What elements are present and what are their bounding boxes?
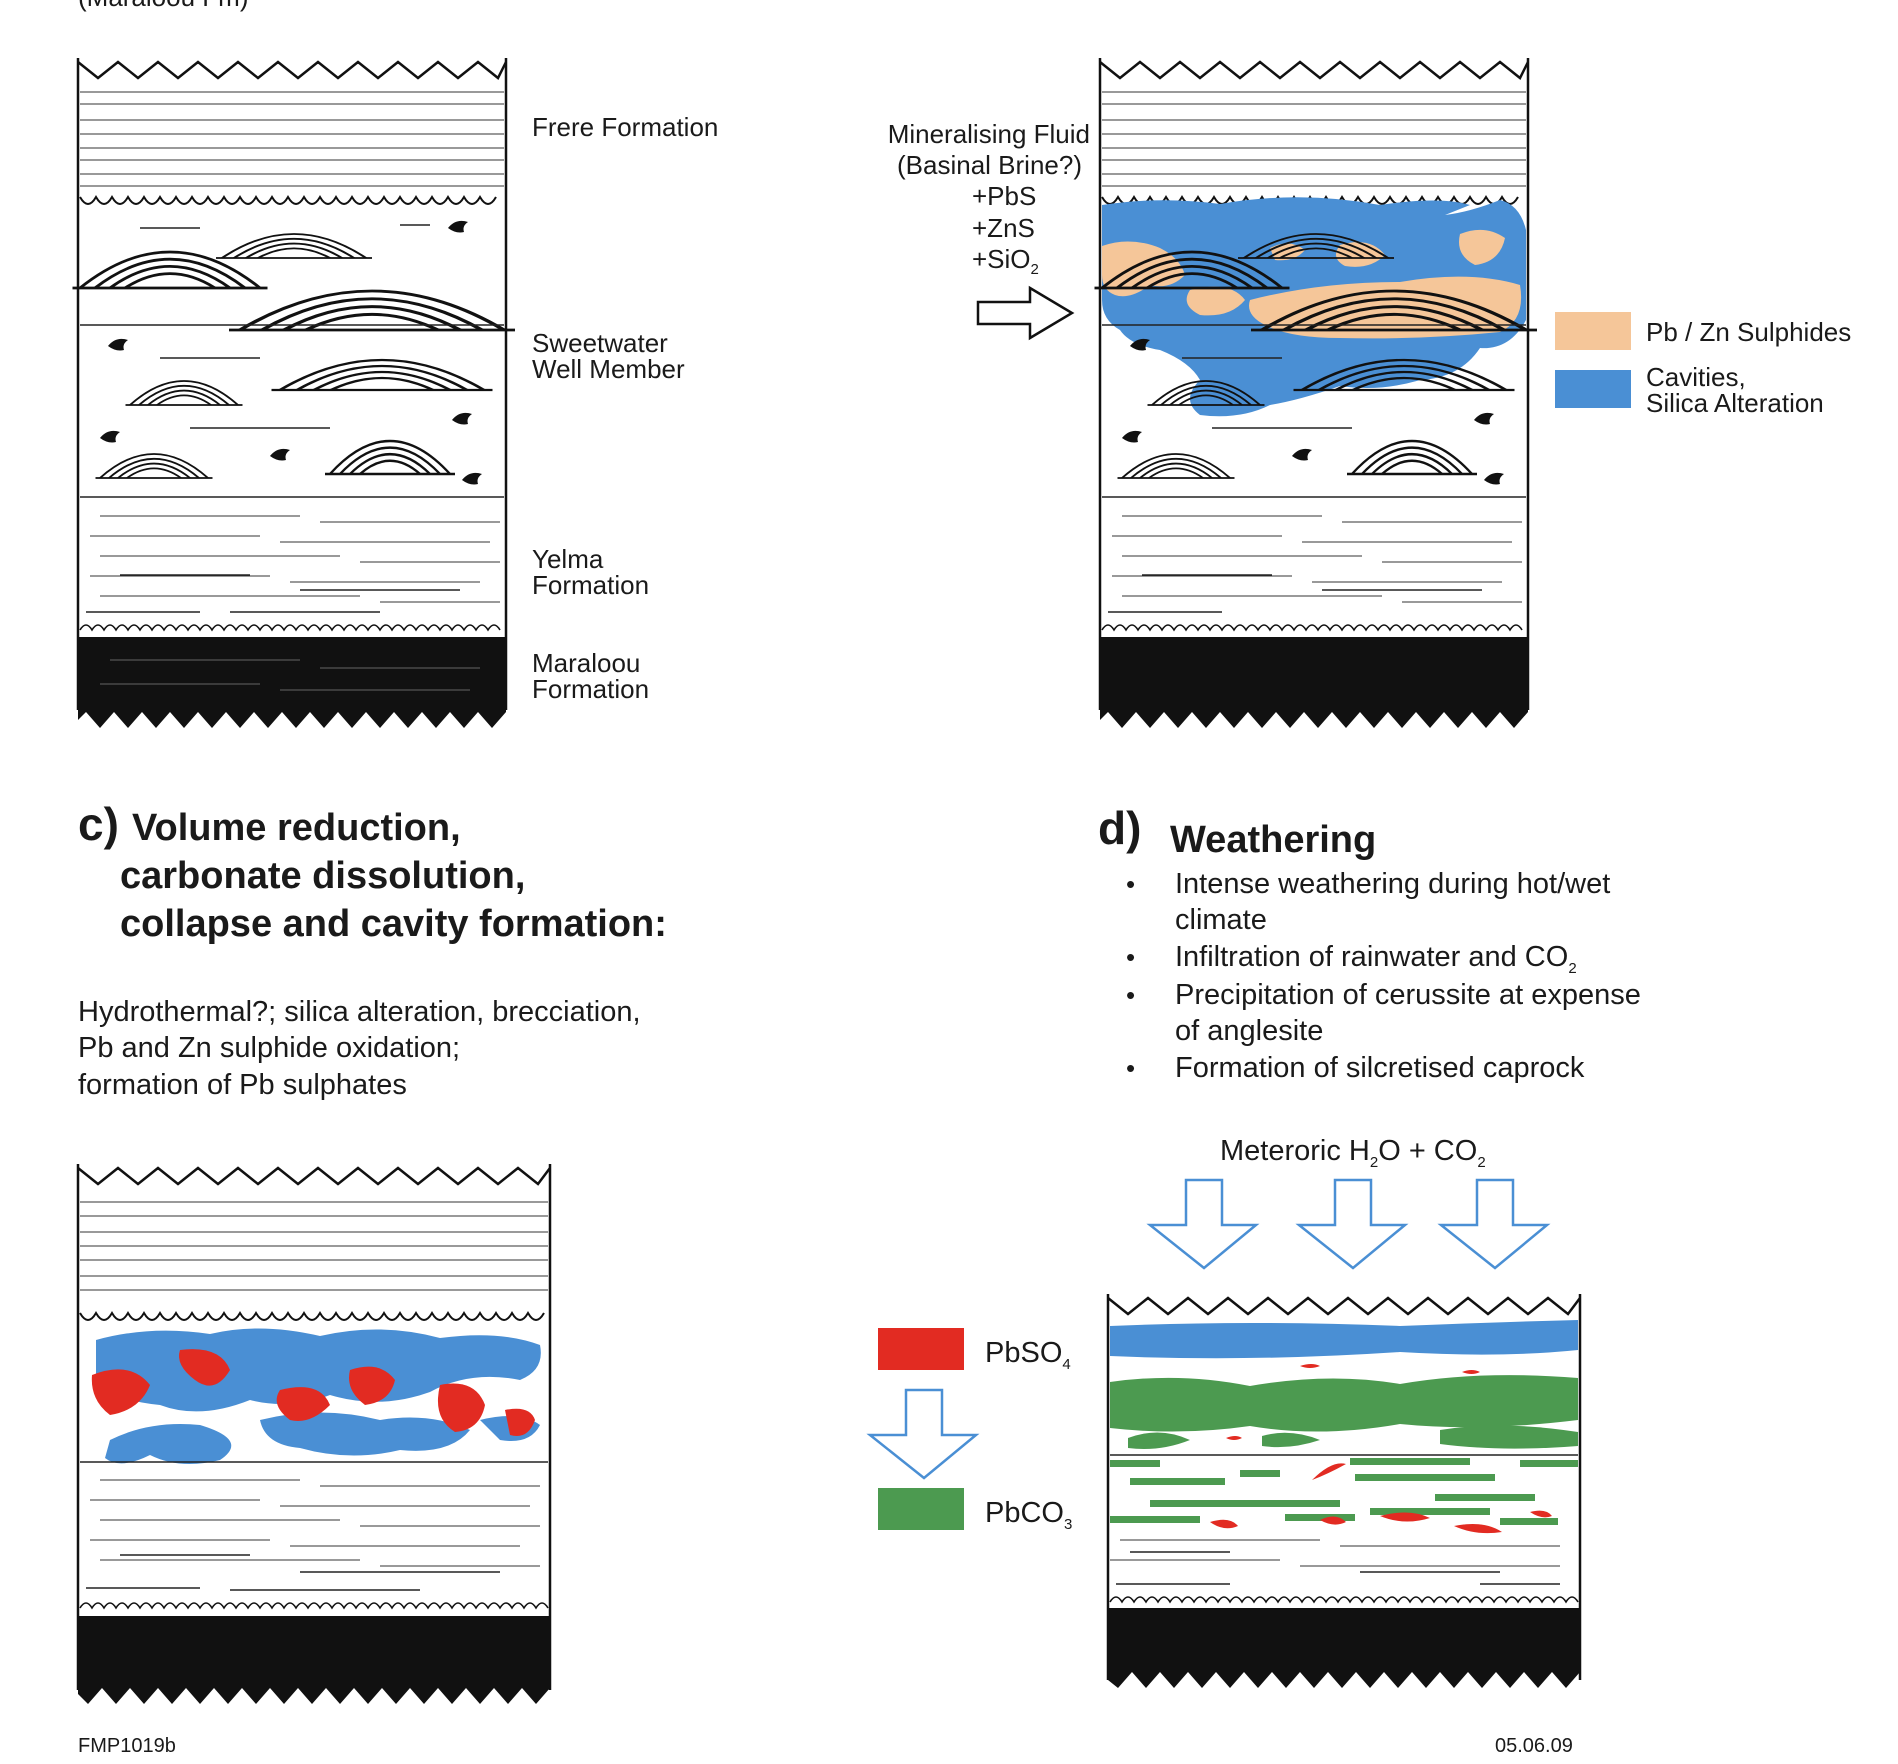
label-yelma-2: Formation bbox=[532, 570, 649, 600]
top-caption: (Maraloou Fm) bbox=[78, 0, 248, 12]
legend-swatch-pbco3 bbox=[878, 1488, 964, 1530]
sulphate-blob-c1 bbox=[91, 1369, 150, 1415]
panel-d-bullet-3b: of anglesite bbox=[1175, 1015, 1323, 1047]
panel-a-column bbox=[70, 58, 516, 728]
cerussite-band bbox=[1110, 1375, 1578, 1432]
sulphate-blob-c4 bbox=[349, 1366, 395, 1405]
sulphate-blob-c6 bbox=[505, 1408, 535, 1436]
panel-d-column bbox=[1106, 1294, 1582, 1688]
legend-label-pbso4: PbSO4 bbox=[985, 1337, 1071, 1373]
sulphide-zone-2 bbox=[1186, 286, 1245, 316]
fluid-line-1: Mineralising Fluid bbox=[888, 119, 1090, 149]
panel-c-body-3: formation of Pb sulphates bbox=[78, 1069, 407, 1101]
silica-blob-c3 bbox=[260, 1412, 470, 1456]
legend-label-silica-2: Silica Alteration bbox=[1646, 388, 1824, 418]
cerussite-stringers bbox=[1110, 1458, 1578, 1525]
panel-c-letter: c) bbox=[78, 798, 119, 850]
sulphide-zone-5 bbox=[1459, 229, 1505, 265]
panel-d-bullet-3a: Precipitation of cerussite at expense bbox=[1175, 979, 1641, 1011]
sulphide-zone-6 bbox=[1270, 243, 1305, 261]
label-frere-formation: Frere Formation bbox=[532, 112, 718, 142]
down-arrow-icon-1 bbox=[1146, 1178, 1260, 1270]
down-arrow-icon-3 bbox=[1437, 1178, 1551, 1270]
footer-date: 05.06.09 bbox=[1495, 1735, 1573, 1757]
bullet-dot-3: • bbox=[1126, 980, 1135, 1010]
fluid-line-3: +PbS bbox=[972, 181, 1036, 211]
label-maraloou-1: Maraloou bbox=[532, 648, 640, 678]
label-sweetwater-2: Well Member bbox=[532, 354, 685, 384]
panel-d-bullet-1a: Intense weathering during hot/wet bbox=[1175, 868, 1610, 900]
label-sweetwater-1: Sweetwater bbox=[532, 328, 668, 358]
cerussite-lens-3 bbox=[1440, 1425, 1578, 1449]
meteoric-label: Meteroric H2O + CO2 bbox=[1220, 1135, 1486, 1171]
fluid-line-4: +ZnS bbox=[972, 213, 1035, 243]
panel-b-column bbox=[1092, 58, 1538, 728]
panel-c-column bbox=[76, 1164, 552, 1704]
bullet-dot-4: • bbox=[1126, 1053, 1135, 1083]
label-yelma-1: Yelma bbox=[532, 544, 604, 574]
panel-c-heading-2: carbonate dissolution, bbox=[120, 855, 525, 897]
legend-swatch-pbso4 bbox=[878, 1328, 964, 1370]
footer-code: FMP1019b bbox=[78, 1735, 176, 1757]
fluid-line-5: +SiO2 bbox=[972, 244, 1039, 278]
bullet-dot-2: • bbox=[1126, 942, 1135, 972]
cerussite-lens-2 bbox=[1262, 1432, 1320, 1448]
silcrete-caprock bbox=[1110, 1320, 1578, 1359]
fluid-line-2: (Basinal Brine?) bbox=[897, 150, 1082, 180]
frere-strata bbox=[80, 91, 504, 187]
maraloou-black-unit bbox=[78, 637, 506, 728]
bullet-dot-1: • bbox=[1126, 869, 1135, 899]
panel-c-body-2: Pb and Zn sulphide oxidation; bbox=[78, 1032, 460, 1064]
panel-d-bullet-1b: climate bbox=[1175, 904, 1267, 936]
panel-d-bullet-4: Formation of silcretised caprock bbox=[1175, 1052, 1585, 1084]
silica-blob-c1 bbox=[96, 1328, 541, 1412]
transform-arrow-icon bbox=[866, 1388, 980, 1480]
legend-swatch-sulphides bbox=[1555, 312, 1631, 350]
panel-c-heading-1: Volume reduction, bbox=[132, 807, 461, 849]
cerussite-lens-1 bbox=[1128, 1432, 1190, 1449]
unconformity-a bbox=[79, 194, 497, 205]
silica-blob-c2 bbox=[105, 1424, 232, 1464]
panel-c-heading-3: collapse and cavity formation: bbox=[120, 903, 667, 945]
panel-d-bullet-2: Infiltration of rainwater and CO2 bbox=[1175, 941, 1577, 977]
legend-swatch-silica bbox=[1555, 370, 1631, 408]
sulphate-blob-c2 bbox=[179, 1349, 230, 1386]
legend-label-pbco3: PbCO3 bbox=[985, 1497, 1072, 1533]
panel-d-heading: Weathering bbox=[1170, 819, 1376, 861]
yelma-strata bbox=[90, 515, 500, 603]
legend-label-silica-1: Cavities, bbox=[1646, 362, 1746, 392]
panel-d-letter: d) bbox=[1098, 802, 1141, 854]
label-maraloou-2: Formation bbox=[532, 674, 649, 704]
panel-c-body-1: Hydrothermal?; silica alteration, brecci… bbox=[78, 996, 641, 1028]
sulphate-blob-c5 bbox=[437, 1383, 485, 1432]
down-arrow-icon-2 bbox=[1295, 1178, 1409, 1270]
sulphate-blob-c3 bbox=[276, 1387, 330, 1421]
legend-label-sulphides: Pb / Zn Sulphides bbox=[1646, 317, 1851, 347]
fluid-arrow-icon bbox=[976, 285, 1075, 341]
